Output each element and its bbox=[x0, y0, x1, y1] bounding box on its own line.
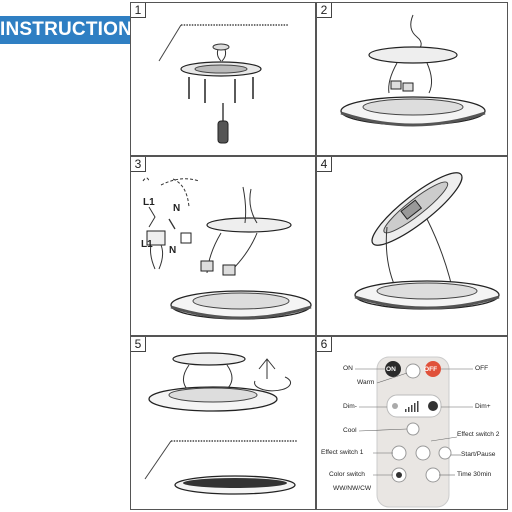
label-effect-switch-2: Effect switch 2 bbox=[457, 431, 500, 438]
label-dim-minus: Dim- bbox=[343, 403, 357, 410]
tilted-fixture-drawing bbox=[354, 172, 500, 310]
label-effect-switch-1: Effect switch 1 bbox=[321, 449, 364, 456]
remote-control-drawing bbox=[355, 356, 473, 508]
label-off: OFF bbox=[475, 365, 489, 372]
wire-label-n: N bbox=[169, 245, 177, 256]
wire-connection-drawing bbox=[340, 14, 486, 127]
label-cool: Cool bbox=[343, 427, 357, 434]
step-6-panel: 6 ON bbox=[316, 336, 508, 510]
label-start-pause: Start/Pause bbox=[461, 451, 496, 458]
step-number: 4 bbox=[317, 157, 332, 172]
wiring-diagram-drawing bbox=[142, 177, 312, 320]
wire-label-l1: L1 bbox=[143, 197, 155, 208]
label-warm: Warm bbox=[357, 379, 375, 386]
step-number: 5 bbox=[131, 337, 146, 352]
label-dim-plus: Dim+ bbox=[475, 403, 491, 410]
step-3-panel: 3 L1 N L1 N bbox=[130, 156, 316, 336]
cover-installation-drawing bbox=[144, 352, 297, 495]
label-color-switch: Color switch bbox=[329, 471, 365, 478]
ceiling-mount-drawing bbox=[158, 24, 289, 144]
step-number: 3 bbox=[131, 157, 146, 172]
step-2-panel: 2 bbox=[316, 2, 508, 156]
step-1-panel: 1 bbox=[130, 2, 316, 156]
remote-off-button[interactable]: OFF bbox=[424, 366, 438, 373]
remote-on-button[interactable]: ON bbox=[386, 366, 396, 373]
label-on: ON bbox=[343, 365, 353, 372]
step-5-panel: 5 bbox=[130, 336, 316, 510]
step-4-panel: 4 bbox=[316, 156, 508, 336]
step-number: 2 bbox=[317, 3, 332, 18]
label-ww-nw-cw: WW/NW/CW bbox=[333, 485, 372, 492]
step-number: 1 bbox=[131, 3, 146, 18]
instruction-banner: INSTRUCTION bbox=[0, 16, 132, 44]
wire-label-n: N bbox=[173, 203, 181, 214]
step-number: 6 bbox=[317, 337, 332, 352]
label-time-30min: Time 30min bbox=[457, 471, 492, 478]
wire-label-l1: L1 bbox=[141, 239, 153, 250]
